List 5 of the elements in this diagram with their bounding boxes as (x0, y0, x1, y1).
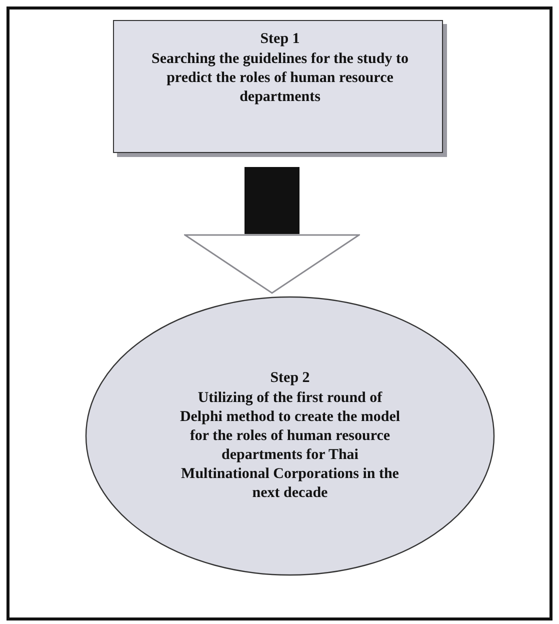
step-description: Searching the guidelines for the study to predict the roles of human resource departments (150, 50, 410, 107)
block-arrow (184, 167, 360, 294)
step-heading: Step 1 (260, 30, 300, 49)
step-description: Utilizing of the first round of Delphi method to create the model for the roles of human resource departments for Thai Multinational Corporations in the next decade (178, 389, 402, 503)
step-heading: Step 2 (270, 369, 310, 388)
